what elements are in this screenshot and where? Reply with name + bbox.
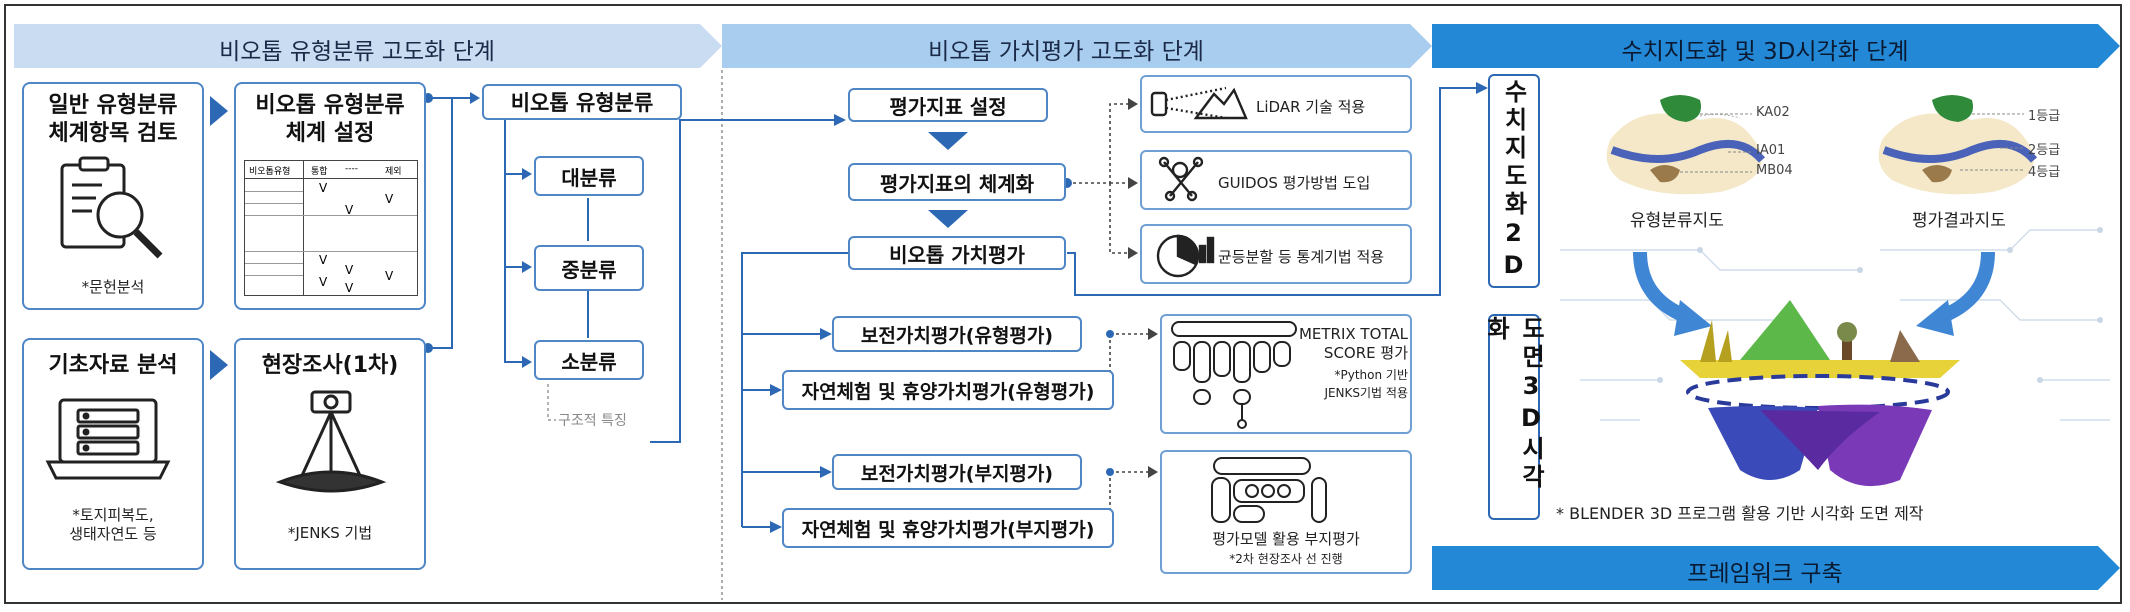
landscape-3d-graphic [1680, 300, 1960, 487]
phase2-banner [722, 24, 1432, 68]
system-title: 비오톱 유형분류 체계 설정 [255, 93, 405, 146]
table-mark: V [385, 269, 394, 283]
line-value-to-2d [1067, 87, 1476, 296]
nature-type-box: 자연체험 및 휴양가치평가(유형평가) [782, 370, 1114, 410]
system-card [234, 82, 426, 310]
type-label-ka02: KA02 [1756, 105, 1790, 120]
value-box: 비오톱 가치평가 [848, 236, 1066, 270]
type-map-label: 유형분류지도 [1630, 211, 1724, 231]
basic-title: 기초자료 분석 [48, 353, 178, 378]
tree-minor-box: 소분류 [534, 340, 644, 380]
review-note: *문헌분석 [81, 278, 145, 296]
phase3-banner [1432, 24, 2120, 68]
arrow-review-to-system [210, 96, 228, 126]
eval-bus [741, 252, 848, 527]
basic-note: *토지피복도, 생태자연도 등 [69, 506, 157, 543]
table-mark: V [319, 181, 328, 195]
indicator-box: 평가지표 설정 [848, 88, 1048, 122]
metrix-line2: SCORE 평가 [1323, 344, 1408, 362]
metrix-line3: *Python 기반 [1334, 368, 1409, 382]
guidos-label: GUIDOS 평가방법 도입 [1218, 174, 1371, 192]
stats-label: 균등분할 등 통계기법 적용 [1218, 248, 1385, 266]
table-mark: V [319, 253, 328, 267]
grade-label-4: 4등급 [2028, 165, 2061, 180]
lidar-label: LiDAR 기술 적용 [1256, 98, 1366, 116]
table-mark: V [319, 275, 328, 289]
framework-banner [1432, 546, 2120, 590]
arrow-indicator-down [928, 132, 968, 150]
line-system-to-root [428, 97, 453, 349]
cons-site-box: 보전가치평가(부지평가) [832, 454, 1082, 490]
systematize-box: 평가지표의 체계화 [848, 163, 1066, 201]
review-title: 일반 유형분류 체계항목 검토 [48, 93, 178, 146]
nature-site-box: 자연체험 및 휴양가치평가(부지평가) [782, 508, 1114, 548]
line-tree-to-eval [650, 119, 834, 443]
grade-map-graphic [1878, 95, 2038, 195]
classification-table: 비오톱유형 통합 ---- 제외 V V V V V V V V [244, 160, 418, 296]
phase1-banner [14, 24, 722, 68]
grade-label-2: 2등급 [2028, 143, 2061, 158]
table-mark: V [385, 192, 394, 206]
guidos-box [1140, 150, 1412, 210]
cons-type-box: 보전가치평가(유형평가) [832, 316, 1082, 352]
framework-label: 프레임워크 구축 [1687, 561, 1843, 587]
arrow-system-down [928, 210, 968, 228]
type-map-graphic [1606, 95, 1766, 195]
vertical-2d-box: 수치지도화2D [1488, 74, 1540, 288]
lidar-box [1140, 75, 1412, 133]
table-header-merge: 통합 [311, 167, 328, 177]
type-label-ia01: IA01 [1756, 143, 1786, 158]
tree-root-box: 비오톱 유형분류 [482, 84, 682, 120]
field-note: *JENKS 기법 [287, 524, 373, 542]
phase1-label: 비오톱 유형분류 고도화 단계 [219, 39, 495, 65]
vertical-3d-box: 도면3D시각화 [1482, 314, 1545, 520]
blender-note: * BLENDER 3D 프로그램 활용 기반 시각화 도면 제작 [1556, 504, 1924, 523]
diagram-frame [4, 4, 2122, 604]
tree-middle-box: 중분류 [534, 245, 644, 291]
table-mark: V [345, 263, 354, 277]
metrix-line1: METRIX TOTAL [1298, 325, 1408, 343]
arrow-basic-to-field [210, 350, 228, 380]
phase3-label: 수치지도화 및 3D시각화 단계 [1621, 39, 1909, 65]
tree-feature-label: 구조적 특징 [558, 413, 627, 429]
type-label-mb04: MB04 [1756, 163, 1793, 178]
tree-major-box: 대분류 [534, 156, 644, 196]
grade-label-1: 1등급 [2028, 109, 2061, 124]
table-header-dash: ---- [345, 164, 358, 174]
table-header-exclude: 제외 [385, 167, 402, 177]
phase2-label: 비오톱 가치평가 고도화 단계 [928, 39, 1204, 65]
table-mark: V [345, 281, 354, 295]
field-title: 현장조사(1차) [261, 353, 399, 378]
metrix-line4: JENKS기법 적용 [1324, 386, 1408, 400]
site-line2: *2차 현장조사 선 진행 [1229, 552, 1343, 566]
site-line1: 평가모델 활용 부지평가 [1212, 530, 1360, 548]
table-mark: V [345, 203, 354, 217]
grade-map-label: 평가결과지도 [1912, 211, 2006, 231]
table-header-type: 비오톱유형 [249, 167, 291, 177]
